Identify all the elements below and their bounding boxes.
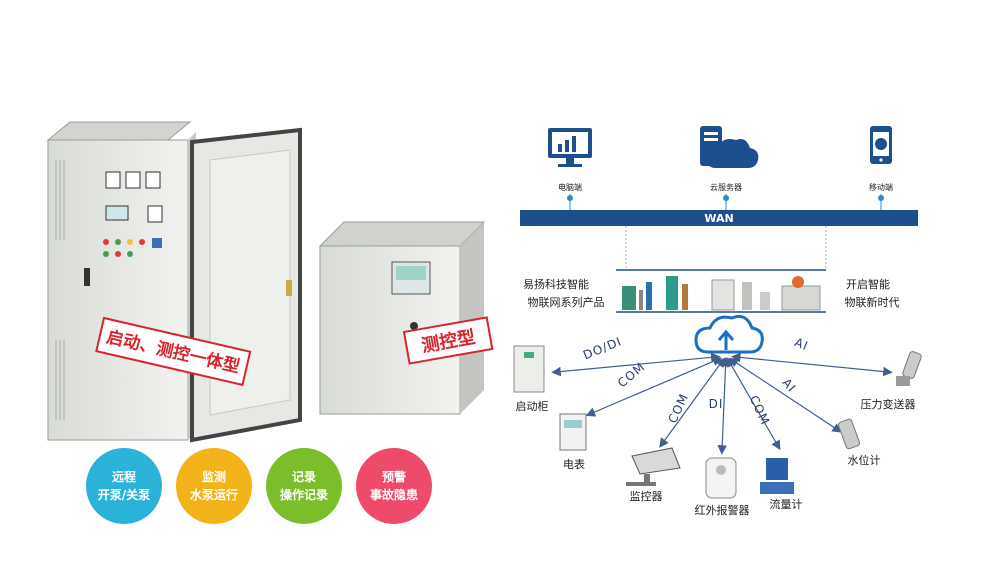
feature-circle-bg: [86, 448, 162, 524]
water-level-gauge-icon: [837, 418, 861, 450]
protocol-label: AI: [793, 335, 811, 353]
flow-meter-icon: [760, 458, 794, 494]
label-water-level-gauge: 水位计: [848, 453, 881, 467]
stamp-small-cabinet: 测控型: [402, 316, 494, 365]
wan-label: WAN: [704, 212, 733, 225]
feature-circle-bg: [176, 448, 252, 524]
surveillance-camera-icon: [626, 447, 681, 486]
protocol-label: AI: [779, 376, 799, 396]
pressure-transmitter-icon: [896, 351, 922, 386]
product-shelf: [616, 269, 826, 313]
mobile-label: 移动端: [869, 182, 893, 192]
panel-meters: [105, 171, 163, 223]
infrared-alarm-icon: [705, 457, 737, 499]
small-control-cabinet: [318, 221, 486, 415]
protocol-label: DO/DI: [581, 334, 624, 362]
label-starter-cabinet: 启动柜: [516, 400, 549, 413]
feature-line1: 远程: [112, 469, 136, 484]
large-control-cabinet: [46, 121, 302, 443]
label-infrared-alarm: 红外报警器: [695, 503, 750, 517]
label-surveillance-camera: 监控器: [630, 489, 663, 503]
electric-meter-icon: [559, 413, 587, 451]
feature-line1: 记录: [292, 470, 316, 484]
label-pressure-transmitter: 压力变送器: [861, 397, 916, 411]
label-flow-meter: 流量计: [770, 497, 803, 511]
wan-bus: [520, 210, 918, 226]
link-arrow: [585, 356, 723, 417]
feature-circle-bg: [266, 448, 342, 524]
central-cloud-icon: [694, 314, 764, 354]
right-slogan-line2: 物联新时代: [845, 295, 900, 309]
link-arrow: [717, 356, 731, 455]
feature-line2: 事故隐患: [370, 487, 418, 502]
cloud-server-icon: [700, 126, 759, 168]
pc-label: 电脑端: [558, 182, 582, 192]
left-slogan-line2: 物联网系列产品: [528, 295, 605, 309]
label-electric-meter: 电表: [563, 457, 585, 471]
left-slogan-line1: 易扬科技智能: [523, 277, 589, 291]
feature-line2: 开泵/关泵: [98, 487, 150, 502]
feature-circle-bg: [356, 448, 432, 524]
cabinet-handle: [84, 268, 90, 286]
protocol-label: DI: [709, 397, 724, 411]
starter-cabinet-icon: [513, 345, 545, 393]
feature-line2: 操作记录: [280, 487, 328, 502]
feature-line2: 水泵运行: [190, 487, 238, 502]
feature-line1: 监测: [202, 469, 226, 484]
mobile-icon: [870, 126, 892, 164]
protocol-label: COM: [747, 393, 773, 427]
cloud-server-label: 云服务器: [710, 182, 742, 192]
link-arrow: [730, 352, 893, 377]
pc-icon: [548, 128, 592, 167]
right-slogan-line1: 开启智能: [846, 277, 890, 291]
feature-line1: 预警: [382, 469, 406, 484]
link-arrow: [659, 357, 725, 448]
indicator-lights: [103, 238, 162, 257]
